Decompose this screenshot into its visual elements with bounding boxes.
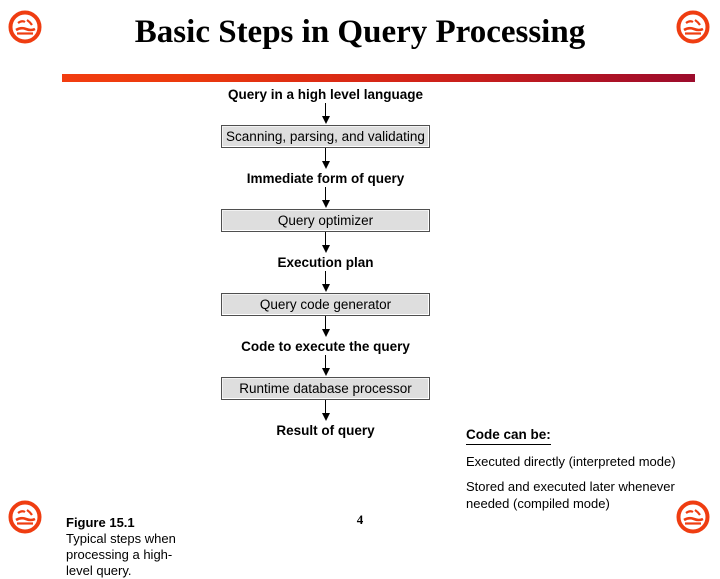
code-note-item: Stored and executed later whenever neede… [466,479,675,511]
flow-arrow [221,355,430,377]
flow-arrow [221,232,430,254]
no-smoking-circle-icon [676,10,710,44]
no-smoking-circle-icon [676,500,710,534]
flow-arrow [221,316,430,338]
flow-label-result-of-query: Result of query [276,423,375,438]
title-divider-rule [62,74,695,82]
code-can-be-note: Code can be: Executed directly (interpre… [466,426,696,512]
figure-caption-text: Typical steps when processing a high-lev… [66,531,176,578]
flow-label-execution-plan: Execution plan [277,255,374,270]
flow-box-scanning-parsing-validating: Scanning, parsing, and validating [221,125,430,148]
flow-arrow [221,148,430,170]
slide-canvas: Basic Steps in Query Processing Query in… [0,10,720,578]
figure-caption-title: Figure 15.1 [66,515,135,530]
flow-label-code-to-execute: Code to execute the query [241,339,410,354]
flow-box-runtime-database-processor: Runtime database processor [221,377,430,400]
page-title: Basic Steps in Query Processing [134,14,586,50]
flowchart: Query in a high level language Scanning,… [221,86,430,439]
flow-arrow [221,271,430,293]
page-number: 4 [356,512,364,527]
flow-box-query-optimizer: Query optimizer [221,209,430,232]
flow-label-immediate-form: Immediate form of query [246,171,405,186]
flow-arrow [221,400,430,422]
flow-arrow [221,103,430,125]
flow-box-query-code-generator: Query code generator [221,293,430,316]
code-note-item: Executed directly (interpreted mode) [466,454,676,469]
no-smoking-circle-icon [8,10,42,44]
flow-label-query-input: Query in a high level language [227,87,424,102]
code-note-title: Code can be: [466,427,551,445]
figure-area: Query in a high level language Scanning,… [0,86,720,578]
flow-arrow [221,187,430,209]
no-smoking-circle-icon [8,500,42,534]
